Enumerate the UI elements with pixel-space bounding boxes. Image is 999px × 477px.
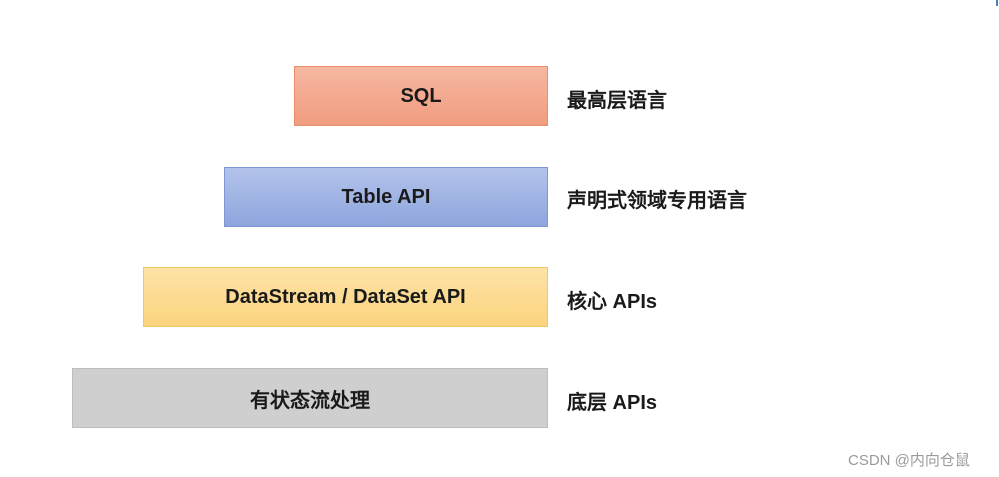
layer-box-stateful-stream: 有状态流处理 <box>72 368 548 428</box>
layer-description-stateful-stream: 底层 APIs <box>567 392 658 414</box>
layer-label-table-api: Table API <box>341 185 431 208</box>
layer-box-datastream-api: DataStream / DataSet API <box>143 267 548 327</box>
layer-description-datastream-api: 核心 APIs <box>567 291 658 313</box>
layer-box-table-api: Table API <box>224 167 548 227</box>
layer-label-datastream-api: DataStream / DataSet API <box>225 285 466 308</box>
corner-mark <box>996 0 998 6</box>
layer-box-sql: SQL <box>294 66 548 126</box>
layer-description-table-api: 声明式领域专用语言 <box>567 190 747 212</box>
layer-label-stateful-stream: 有状态流处理 <box>250 389 370 412</box>
layer-description-sql: 最高层语言 <box>567 90 667 112</box>
watermark: CSDN @内向仓鼠 <box>848 452 970 469</box>
layer-label-sql: SQL <box>400 84 442 107</box>
